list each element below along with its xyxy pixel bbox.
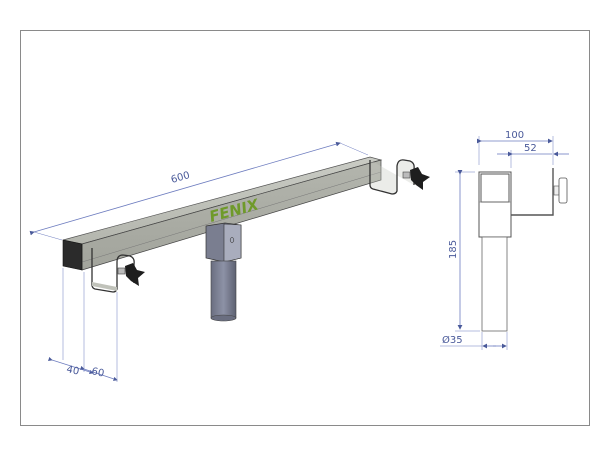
side-pole (481, 236, 508, 332)
dimension-line-60 (80, 365, 118, 381)
right-knob-icon (402, 167, 430, 190)
dimension-label-40: 40 (65, 364, 80, 377)
right-bracket (369, 159, 415, 195)
end-cap (62, 239, 83, 271)
dimension-line-600 (29, 141, 341, 236)
isometric-view: FENIX 600 40 60 (29, 141, 430, 382)
left-knob-icon (117, 263, 145, 286)
dimension-label-100: 100 (505, 130, 524, 141)
dimension-label-52: 52 (524, 143, 537, 154)
dimension-label-60: 60 (90, 366, 105, 379)
dimension-label-185: 185 (448, 240, 459, 259)
left-bracket (91, 248, 135, 293)
side-bracket (511, 168, 554, 216)
side-knob-icon (553, 177, 568, 204)
drawing-frame (20, 30, 590, 426)
spigot-pole (210, 260, 237, 319)
dimension-label-600: 600 (170, 170, 191, 186)
dimension-label-35: Ø35 (442, 334, 463, 346)
side-view: 100 52 185 Ø35 (440, 130, 569, 350)
